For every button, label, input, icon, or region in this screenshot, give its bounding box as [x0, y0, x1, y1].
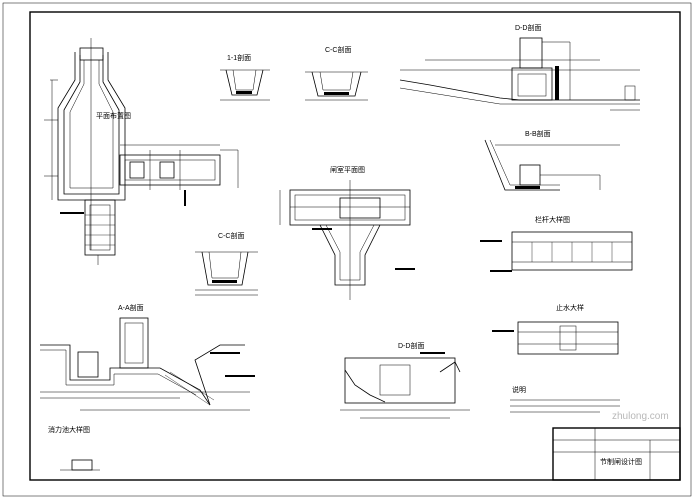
long-section-label: A-A剖面: [118, 303, 144, 312]
detail-right-label: 栏杆大样图: [535, 215, 570, 224]
detail-bottom-left-view: 消力池大样图: [48, 425, 100, 471]
detail-bottom-left-label: 消力池大样图: [48, 425, 90, 434]
section-top-1-view: 1-1剖面: [220, 53, 270, 101]
plan-center-label: 闸室平面图: [330, 165, 365, 174]
section-center-left-view: C-C剖面: [195, 231, 258, 296]
section-top-right-view: D-D剖面: [399, 23, 640, 111]
section-top-2-label: C-C剖面: [325, 45, 351, 54]
section-top-1-label: 1-1剖面: [227, 53, 251, 62]
plan-main-label: 平面布置图: [96, 111, 131, 120]
detail-right-view: 栏杆大样图: [480, 215, 633, 272]
watermark-text: zhulong.com: [612, 411, 669, 422]
plan-main-view: 平面布置图: [44, 38, 239, 265]
section-center-left-label: C-C剖面: [218, 231, 244, 240]
detail-bottom-right-view: 止水大样: [492, 303, 619, 355]
plan-center-view: 闸室平面图: [279, 165, 415, 300]
detail-bottom-right-label: 止水大样: [556, 303, 584, 312]
section-right-mid-label: B-B剖面: [525, 129, 551, 138]
title-block-drawing-title: 节制闸设计图: [600, 457, 642, 466]
section-bottom-center-view: D-D剖面: [340, 341, 470, 419]
long-section-view: A-A剖面: [40, 303, 255, 411]
notes-heading: 说明: [512, 385, 526, 394]
title-block: 节制闸设计图: [552, 427, 681, 481]
section-top-2-view: C-C剖面: [305, 45, 368, 101]
section-top-right-label: D-D剖面: [515, 23, 541, 32]
section-bottom-center-label: D-D剖面: [398, 341, 424, 350]
section-right-mid-view: B-B剖面: [484, 129, 620, 191]
notes-block: 说明: [510, 385, 620, 413]
inner-border: [29, 11, 681, 481]
